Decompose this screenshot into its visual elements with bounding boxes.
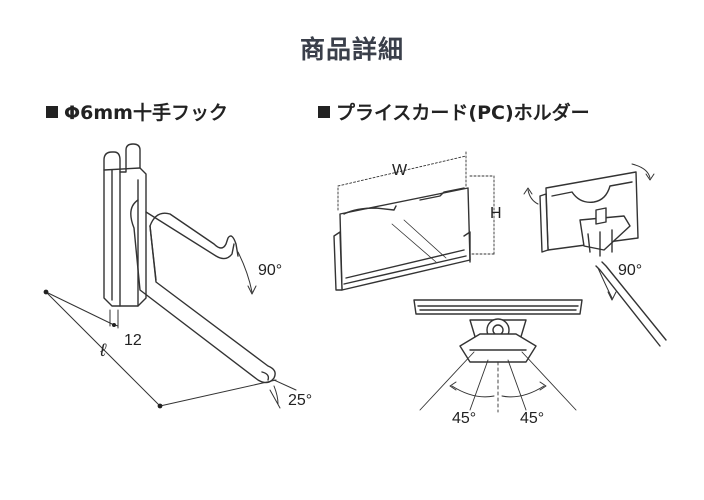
length-symbol-label: ℓ	[100, 340, 106, 360]
swivel-right-angle-label: 45°	[520, 410, 545, 427]
swivel-left-angle-label: 45°	[452, 410, 477, 427]
height-dimension	[469, 175, 497, 255]
hook-drawing	[103, 143, 297, 409]
swivel-view-drawing	[413, 299, 583, 413]
height-label: H	[490, 205, 502, 222]
hook-dimension-lines	[45, 291, 277, 407]
gap-label: 12	[124, 332, 142, 349]
hook-section-heading: Φ6mm十手フック	[46, 98, 228, 125]
hook-angle-label: 90°	[258, 262, 283, 279]
hook-tip-angle-label: 25°	[288, 392, 313, 409]
holder-heading-text: プライスカード(PC)ホルダー	[336, 102, 590, 124]
hook-heading-text: Φ6mm十手フック	[64, 102, 228, 124]
width-label: W	[392, 162, 408, 179]
holder-clip-drawing	[523, 163, 667, 347]
bullet-square-icon	[46, 106, 58, 118]
holder-angle-label: 90°	[618, 262, 643, 279]
holder-section-heading: プライスカード(PC)ホルダー	[318, 98, 590, 125]
bullet-square-icon	[318, 106, 330, 118]
page-title: 商品詳細	[299, 35, 404, 64]
price-card-drawing	[333, 187, 471, 291]
width-dimension	[337, 151, 467, 211]
